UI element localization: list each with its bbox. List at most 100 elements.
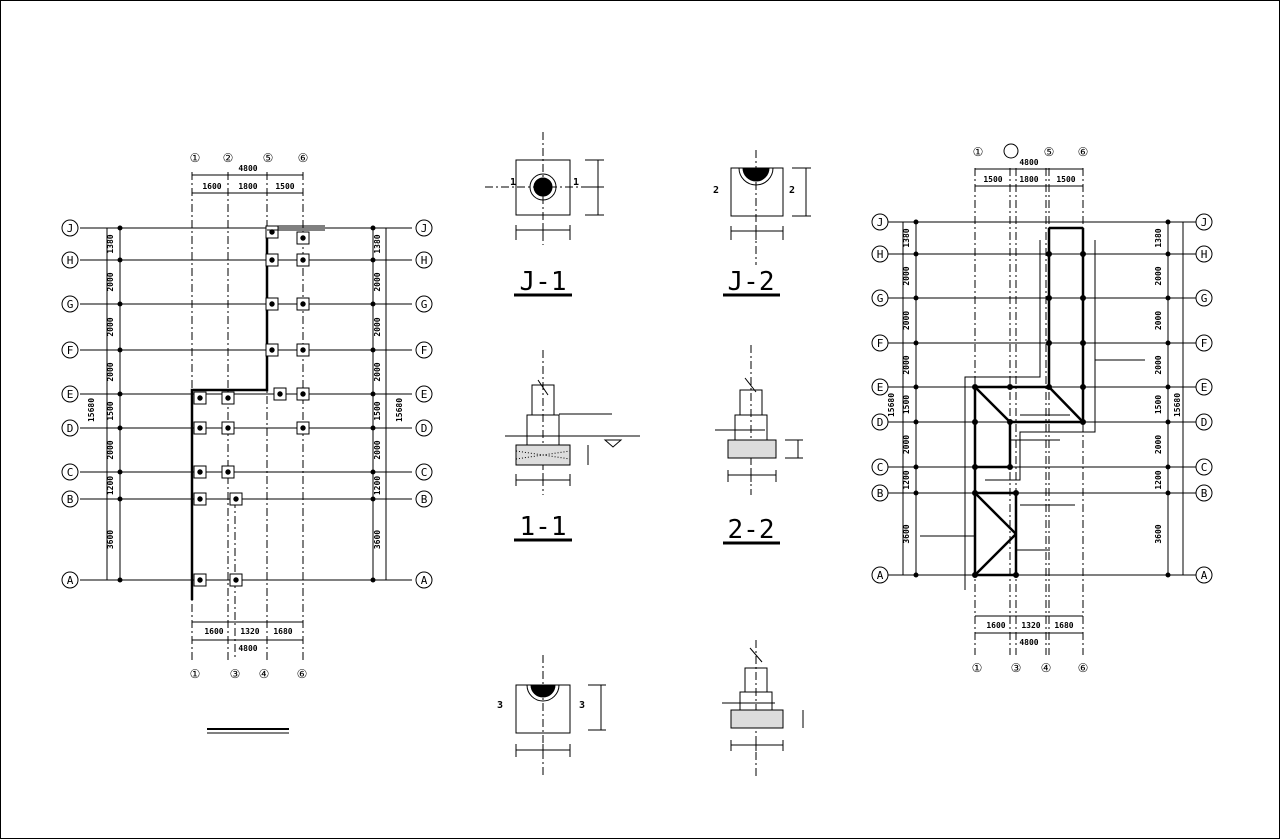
left-row-bubble-circle	[415, 571, 433, 589]
right-top-dim-1: 1500	[983, 175, 1002, 184]
right-row-bubble-j-l: J	[877, 216, 884, 229]
right-bottom-col-4: ⑥	[1078, 661, 1089, 675]
detail-2-2-title: 2-2	[728, 515, 775, 545]
right-row-dim-7-r: 1200	[1154, 470, 1163, 489]
left-dim-tick	[370, 225, 376, 231]
right-bottom-col-2: ③	[1011, 661, 1022, 675]
right-top-col-3: ⑤	[1044, 145, 1055, 159]
right-dim-tick	[913, 572, 919, 578]
left-footing-column	[300, 301, 306, 307]
left-bottom-total: 4800	[238, 644, 257, 653]
right-dim-tick	[913, 419, 919, 425]
right-row-bubble-circle	[1195, 458, 1213, 476]
left-bottom-dim-3: 1680	[273, 627, 292, 636]
right-row-bubble-circle	[1195, 413, 1213, 431]
right-plan-details	[920, 240, 1145, 590]
right-row-dim-3-l: 2000	[902, 311, 911, 330]
left-dim-tick	[117, 469, 123, 475]
right-row-bubble-h-l: H	[877, 248, 884, 261]
left-top-total: 4800	[238, 164, 257, 173]
j2-section-mark-left: 2	[713, 185, 719, 196]
left-row-bubble-b-l: B	[67, 493, 74, 506]
left-top-dim-2: 1800	[238, 182, 257, 191]
left-footing-column	[225, 469, 231, 475]
left-row-bubble-circle	[415, 251, 433, 269]
left-footing-column	[269, 257, 275, 263]
left-footing-column	[233, 577, 239, 583]
right-top-column-bubbles: ① ⑤ ⑥	[973, 143, 1089, 159]
detail-j1-plan	[485, 132, 604, 245]
right-row-bubble-circle	[871, 334, 889, 352]
left-overall-dim-r: 15680	[395, 398, 404, 422]
right-dim-tick	[1165, 340, 1171, 346]
right-row-dim-1-l: 1380	[902, 228, 911, 247]
left-dim-tick	[370, 257, 376, 263]
right-row-bubble-g-l: G	[877, 292, 884, 305]
right-row-bubble-f-r: F	[1201, 337, 1208, 350]
detail-j3-plan	[515, 655, 606, 775]
right-dim-tick	[1165, 490, 1171, 496]
right-row-bubble-g-r: G	[1201, 292, 1208, 305]
right-top-dim-2: 1800	[1019, 175, 1038, 184]
right-bottom-dim-1: 1600	[986, 621, 1005, 630]
right-row-bubble-a-r: A	[1201, 569, 1208, 582]
right-row-dim-1-r: 1380	[1154, 228, 1163, 247]
right-row-dim-6-l: 2000	[902, 435, 911, 454]
left-dim-tick	[370, 301, 376, 307]
left-top-dim-1: 1600	[202, 182, 221, 191]
right-row-bubble-c-r: C	[1201, 461, 1208, 474]
left-row-bubble-circle	[415, 341, 433, 359]
right-row-bubble-circle	[1195, 378, 1213, 396]
left-footing-column	[197, 469, 203, 475]
right-row-bubble-circle	[1195, 566, 1213, 584]
right-overall-dim-r: 15680	[1173, 393, 1182, 417]
right-dim-tick	[913, 384, 919, 390]
left-footing-column	[197, 496, 203, 502]
left-row-bubble-a-l: A	[67, 574, 74, 587]
left-row-bubble-d-l: D	[67, 422, 74, 435]
left-footing-column	[300, 391, 306, 397]
left-bottom-dim-2: 1320	[240, 627, 259, 636]
right-row-bubble-j-r: J	[1201, 216, 1208, 229]
left-footing-column	[233, 496, 239, 502]
left-row-dim-6-l: 2000	[106, 440, 115, 459]
left-row-bubble-d-r: D	[421, 422, 428, 435]
left-row-bubble-circle	[61, 385, 79, 403]
right-row-bubble-c-l: C	[877, 461, 884, 474]
right-top-total: 4800	[1019, 158, 1038, 167]
right-bottom-column-bubbles: ① ③ ④ ⑥	[972, 661, 1089, 675]
right-row-bubble-b-l: B	[877, 487, 884, 500]
left-row-dim-1-l: 1380	[106, 234, 115, 253]
right-dim-tick	[913, 251, 919, 257]
left-row-bubble-circle	[61, 419, 79, 437]
detail-3-3-section	[722, 640, 804, 778]
right-row-dim-8-l: 3600	[902, 524, 911, 543]
right-row-bubble-circle	[1195, 484, 1213, 502]
right-row-bubble-circle	[871, 289, 889, 307]
right-bottom-col-3: ④	[1041, 661, 1052, 675]
right-row-dim-5-r: 1500	[1154, 395, 1163, 414]
left-top-col-3: ⑤	[263, 151, 274, 165]
right-row-dim-4-l: 2000	[902, 355, 911, 374]
left-row-dim-8-l: 3600	[106, 530, 115, 549]
right-row-bubble-b-r: B	[1201, 487, 1208, 500]
left-row-dim-2-l: 2000	[106, 272, 115, 291]
left-row-bubble-e-r: E	[421, 388, 428, 401]
left-row-bubble-circle	[415, 419, 433, 437]
j1-section-mark-right: 1	[573, 177, 579, 188]
right-row-dim-6-r: 2000	[1154, 435, 1163, 454]
left-row-dim-5-l: 1500	[106, 401, 115, 420]
left-row-bubble-c-r: C	[421, 466, 428, 479]
left-dim-tick	[117, 257, 123, 263]
left-row-bubble-circle	[415, 463, 433, 481]
left-bottom-column-bubbles: ① ③ ④ ⑥	[190, 667, 308, 681]
right-top-col-4: ⑥	[1078, 145, 1089, 159]
left-row-bubble-circle	[415, 490, 433, 508]
right-row-bubble-e-l: E	[877, 381, 884, 394]
right-plan-walls	[973, 226, 1085, 577]
detail-j1-title: J-1	[520, 267, 567, 297]
left-footing-column	[197, 577, 203, 583]
left-row-bubble-c-l: C	[67, 466, 74, 479]
